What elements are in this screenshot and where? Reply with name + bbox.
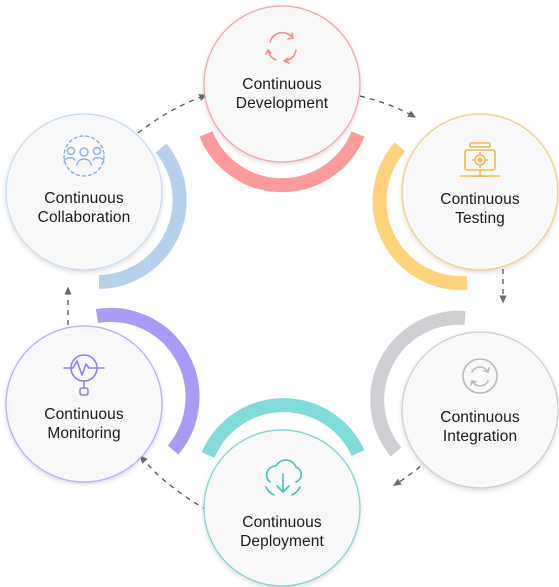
arrow-development-to-testing bbox=[359, 95, 417, 118]
monitoring-accent-arc bbox=[95, 307, 200, 455]
deployment-label-line2: Deployment bbox=[240, 533, 324, 550]
monitoring-label-line2: Monitoring bbox=[47, 425, 121, 442]
deployment-label-line1: Continuous bbox=[242, 514, 322, 531]
arrow-deployment-to-monitoring bbox=[139, 455, 208, 511]
integration-label-line2: Integration bbox=[442, 428, 518, 445]
testing-label-line1: Continuous bbox=[440, 191, 520, 208]
magnifier-pulse-icon bbox=[63, 354, 105, 396]
collaboration-accent-arc bbox=[98, 143, 187, 289]
collaboration-circle bbox=[5, 113, 163, 271]
circular-refresh-icon bbox=[462, 358, 498, 394]
testing-label: Continuous Testing bbox=[405, 190, 555, 228]
integration-label-line1: Continuous bbox=[440, 409, 520, 426]
accent-arcs bbox=[95, 131, 468, 458]
collaboration-label-line1: Continuous bbox=[44, 190, 124, 207]
development-circle bbox=[203, 5, 361, 163]
cycle-arrows-icon bbox=[265, 31, 297, 64]
development-label-line2: Development bbox=[235, 95, 329, 112]
monitor-gear-icon bbox=[460, 142, 500, 177]
testing-circle bbox=[401, 113, 559, 271]
node-circles bbox=[5, 5, 559, 587]
arrow-collaboration-to-development bbox=[137, 94, 208, 134]
testing-label-line2: Testing bbox=[455, 210, 505, 227]
cloud-download-icon bbox=[265, 459, 302, 496]
integration-label: Continuous Integration bbox=[405, 408, 555, 446]
development-label-line1: Continuous bbox=[242, 76, 322, 93]
monitoring-circle bbox=[5, 325, 163, 483]
deployment-label: Continuous Deployment bbox=[207, 513, 357, 551]
collaboration-label: Continuous Collaboration bbox=[9, 189, 159, 227]
integration-circle bbox=[401, 331, 559, 489]
testing-accent-arc bbox=[372, 142, 468, 291]
collaboration-label-line2: Collaboration bbox=[37, 209, 131, 226]
development-accent-arc bbox=[199, 131, 365, 193]
team-icon bbox=[63, 135, 105, 177]
development-label: Continuous Development bbox=[207, 75, 357, 113]
monitoring-label: Continuous Monitoring bbox=[9, 405, 159, 443]
integration-accent-arc bbox=[370, 310, 466, 457]
deployment-circle bbox=[203, 429, 361, 587]
deployment-accent-arc bbox=[201, 398, 365, 458]
monitoring-label-line1: Continuous bbox=[44, 406, 124, 423]
